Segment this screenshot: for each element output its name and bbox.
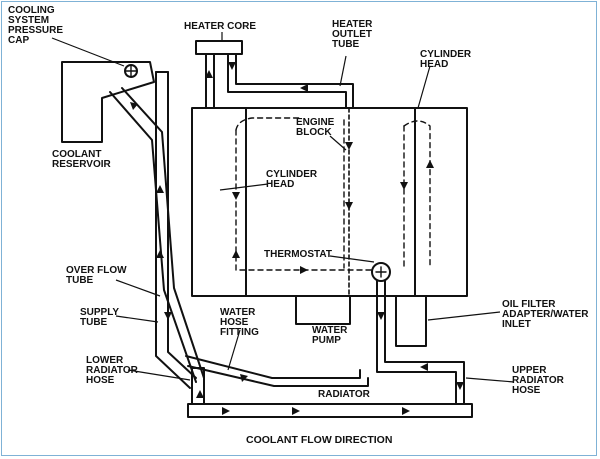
- leader-lines: [51, 32, 515, 383]
- radiator: [187, 403, 473, 418]
- engine-block-label: ENGINE BLOCK: [296, 117, 335, 138]
- heater-outlet-tube: [227, 53, 347, 109]
- pressure-cap-label: COOLING SYSTEM PRESSURE CAP: [8, 5, 64, 46]
- lower-radiator-hose: [185, 355, 361, 379]
- water-pump: [295, 295, 351, 325]
- lower-radiator-hose-label: LOWER RADIATOR HOSE: [86, 355, 138, 386]
- thermostat-label: THERMOSTAT: [264, 249, 332, 260]
- heater-outlet-label: HEATER OUTLET TUBE: [332, 19, 373, 50]
- thermostat-icon: [371, 262, 391, 282]
- cylinder-head-left-label: CYLINDER HEAD: [266, 169, 318, 190]
- radiator-label: RADIATOR: [318, 389, 370, 400]
- flow-arrows: [130, 62, 464, 415]
- heater-core-label: HEATER CORE: [184, 21, 257, 32]
- water-pump-label: WATER PUMP: [312, 325, 348, 346]
- over-flow-tube-label: OVER FLOW TUBE: [66, 265, 127, 286]
- oil-filter-label: OIL FILTER ADAPTER/WATER INLET: [502, 299, 589, 330]
- figure-caption: COOLANT FLOW DIRECTION: [246, 434, 393, 446]
- water-hose-fitting-label: WATER HOSE FITTING: [220, 307, 259, 338]
- supply-tube-label: SUPPLY TUBE: [80, 307, 120, 328]
- oil-filter-adapter: [395, 295, 427, 347]
- upper-radiator-hose: [376, 280, 457, 405]
- coolant-reservoir-label: COOLANT RESERVOIR: [52, 149, 111, 170]
- upper-radiator-hose-label: UPPER RADIATOR HOSE: [512, 365, 564, 396]
- supply-tube: [155, 71, 191, 389]
- cylinder-head-right-label: CYLINDER HEAD: [420, 49, 472, 70]
- overflow-tube: [109, 91, 197, 383]
- coolant-reservoir: [61, 61, 155, 143]
- heater-core: [195, 40, 243, 55]
